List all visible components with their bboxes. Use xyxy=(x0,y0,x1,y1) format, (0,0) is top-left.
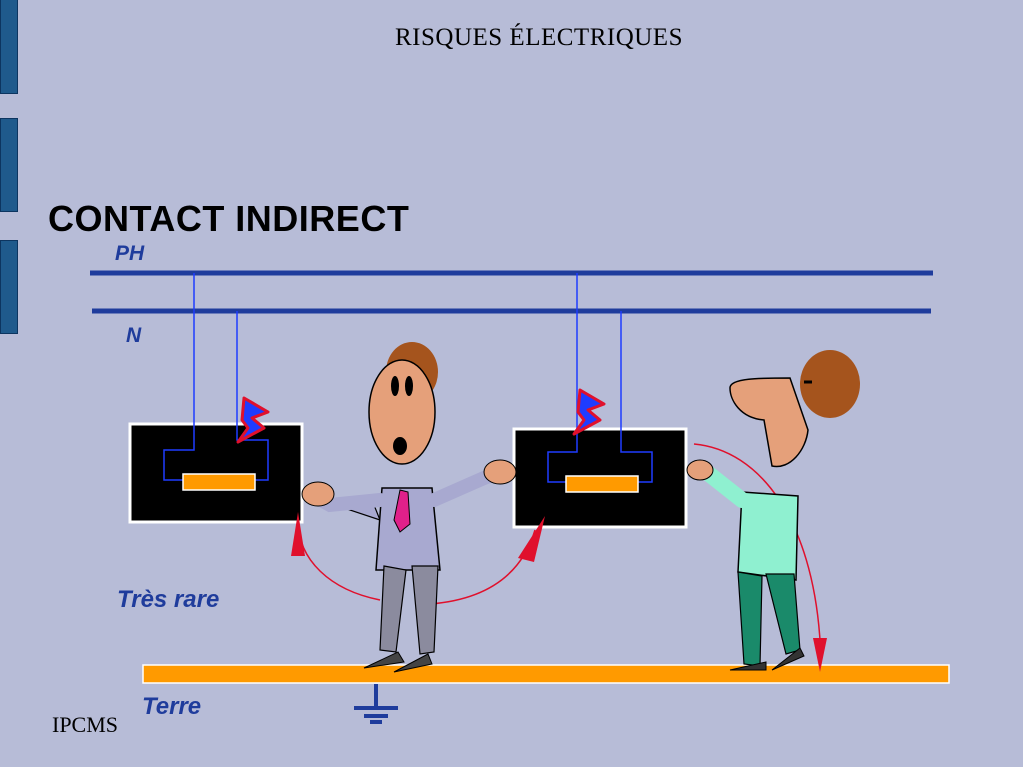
footer-org: IPCMS xyxy=(52,712,119,737)
earth-label: Terre xyxy=(142,693,202,720)
side-bar-top xyxy=(0,0,18,94)
equipment-box-right xyxy=(512,273,688,529)
side-bar-middle xyxy=(0,118,18,212)
rare-label: Très rare xyxy=(117,586,220,613)
heating-element-right xyxy=(565,475,639,493)
ground-symbol-icon xyxy=(354,684,398,724)
equipment-box-left xyxy=(128,273,304,524)
phase-label: PH xyxy=(115,242,145,265)
current-path-middle xyxy=(429,529,536,605)
earth-bar xyxy=(142,664,950,684)
side-bar-bottom xyxy=(0,240,18,334)
heating-element-left xyxy=(182,473,256,491)
current-arrow-left xyxy=(291,512,305,556)
person-touching xyxy=(686,350,860,671)
current-arrow-right xyxy=(813,638,827,672)
neutral-label: N xyxy=(126,324,142,347)
header-title: RISQUES ÉLECTRIQUES xyxy=(395,24,683,51)
current-arrow-middle xyxy=(518,516,545,562)
person-shocked xyxy=(301,342,517,673)
slide-title: CONTACT INDIRECT xyxy=(48,198,410,239)
current-path-left xyxy=(297,519,381,601)
fault-lightning-icon-left xyxy=(236,396,270,444)
fault-lightning-icon-right xyxy=(572,388,606,436)
